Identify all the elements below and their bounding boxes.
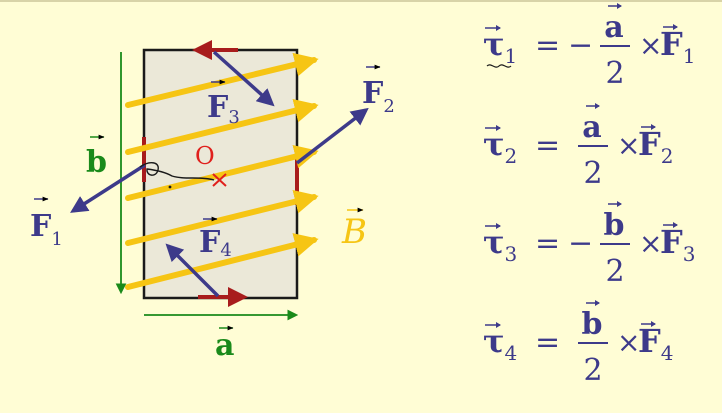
label-b: b <box>86 145 107 180</box>
fraction-denominator: 2 <box>583 156 602 191</box>
equation-minus: − <box>568 28 593 63</box>
equation-lhs: τ1 <box>483 25 517 68</box>
field-line-5 <box>125 233 319 290</box>
equation-lhs: τ3 <box>483 223 517 266</box>
force-f4-arrow <box>165 243 220 298</box>
label-b-field: B <box>341 207 367 252</box>
torque-equation-3: τ3 =−b 2 ×F3 <box>483 201 695 289</box>
force-f3-arrow <box>212 50 275 107</box>
label-f1: F1 <box>30 196 63 250</box>
fraction-numerator: b <box>582 307 603 342</box>
equation-rhs: F4 <box>638 322 673 365</box>
torque-equation-1: τ1 =−a 2 ×F1 <box>483 3 695 91</box>
force-vectors <box>70 50 369 298</box>
origin-cross <box>212 173 227 187</box>
label-B: B <box>341 212 367 252</box>
tau1-underline-scribble <box>486 64 512 68</box>
svg-text:F2: F2 <box>362 76 395 117</box>
fraction-numerator: a <box>582 110 601 145</box>
fraction-numerator: a <box>604 10 623 45</box>
scribble-dot <box>168 185 172 189</box>
equation-rhs: F2 <box>638 125 673 168</box>
equation-rhs: F1 <box>660 25 695 68</box>
equation-equals: = <box>535 128 560 163</box>
equation-times: × <box>617 129 640 162</box>
field-line-2 <box>125 98 319 155</box>
origin-annotation: O <box>139 142 227 189</box>
equation-lhs: τ2 <box>483 125 517 168</box>
fraction-denominator: 2 <box>583 353 602 388</box>
equation-minus: − <box>568 226 593 261</box>
fraction-denominator: 2 <box>605 254 624 289</box>
torque-equation-2: τ2 = a 2 ×F2 <box>483 103 673 191</box>
force-f2-arrow <box>295 107 369 165</box>
label-a-vector: a <box>215 325 234 363</box>
equation-times: × <box>639 227 662 260</box>
label-f4: F4 <box>199 216 232 261</box>
equation-rhs: F3 <box>660 223 695 266</box>
equation-times: × <box>617 326 640 359</box>
equation-equals: = <box>535 28 560 63</box>
torque-equation-4: τ4 = b 2 ×F4 <box>483 300 673 388</box>
svg-text:F4: F4 <box>199 225 232 261</box>
equation-times: × <box>639 29 662 62</box>
svg-text:F3: F3 <box>207 90 240 128</box>
label-f3: F3 <box>207 79 240 128</box>
pivot-scribble <box>139 162 215 181</box>
force-f1-arrow <box>70 163 146 213</box>
equation-equals: = <box>535 226 560 261</box>
fraction-denominator: 2 <box>605 56 624 91</box>
label-a: a <box>215 328 234 363</box>
fraction-numerator: b <box>604 208 625 243</box>
label-b-vector: b <box>86 134 107 180</box>
equation-lhs: τ4 <box>483 322 517 365</box>
svg-text:F1: F1 <box>30 209 63 250</box>
label-f2: F2 <box>362 64 395 117</box>
field-line-3 <box>125 144 319 201</box>
origin-label: O <box>195 142 215 170</box>
field-line-4 <box>125 189 319 246</box>
equation-equals: = <box>535 325 560 360</box>
